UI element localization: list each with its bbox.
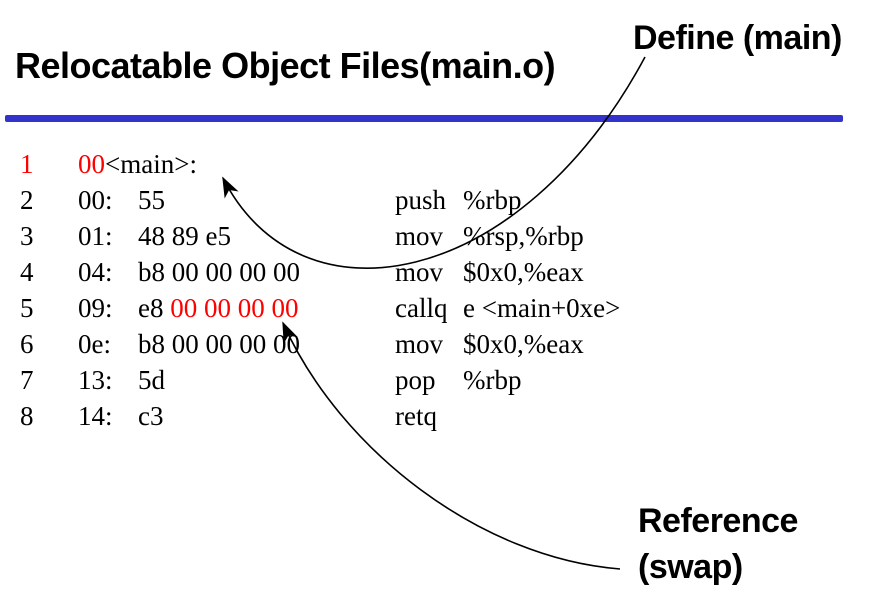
- operands: e <main+0xe>: [463, 293, 621, 323]
- mnemonic: mov: [395, 257, 444, 287]
- machine-bytes: b8 00 00 00 00: [138, 254, 395, 290]
- reference-annotation-line1: Reference: [638, 502, 798, 540]
- relocation-bytes: 00 00 00 00: [170, 293, 299, 323]
- line-number: 8: [20, 401, 34, 431]
- machine-bytes: 48 89 e5: [138, 218, 395, 254]
- address: 0e:: [78, 329, 111, 359]
- listing-row: 1 00<main>:: [0, 146, 620, 182]
- define-annotation-text: Define (main): [633, 19, 842, 57]
- line-number: 1: [20, 149, 34, 179]
- mnemonic: push: [395, 185, 447, 215]
- operands: %rbp: [463, 365, 522, 395]
- line-number: 3: [20, 221, 34, 251]
- define-annotation-label: Define (main): [633, 15, 842, 61]
- address: 14:: [78, 401, 113, 431]
- byte-text: e8: [138, 293, 171, 323]
- page-title: Relocatable Object Files(main.o): [15, 45, 556, 86]
- machine-bytes: b8 00 00 00 00: [138, 326, 395, 362]
- address: 01:: [78, 221, 113, 251]
- mnemonic: retq: [395, 401, 437, 431]
- machine-bytes: 5d: [138, 362, 395, 398]
- listing-row: 8 14: c3 retq: [0, 398, 620, 434]
- byte-text: b8 00 00 00 00: [138, 257, 300, 287]
- reference-annotation-label: Reference (swap): [638, 498, 798, 590]
- line-number: 5: [20, 293, 34, 323]
- mnemonic: pop: [395, 365, 436, 395]
- line-number: 2: [20, 185, 34, 215]
- operands: $0x0,%eax: [463, 257, 584, 287]
- operands: %rsp,%rbp: [463, 221, 584, 251]
- listing-row: 7 13: 5d pop %rbp: [0, 362, 620, 398]
- code-listing: 1 00<main>: 2 00: 55 push %rbp 3 01: 48 89 e5 mov%…: [0, 146, 620, 434]
- mnemonic: mov: [395, 221, 444, 251]
- line-number: 4: [20, 257, 34, 287]
- address: 09:: [78, 293, 113, 323]
- symbol-label: <main>:: [105, 149, 197, 179]
- line-number: 6: [20, 329, 34, 359]
- operands: %rbp: [463, 185, 522, 215]
- machine-bytes: e8 00 00 00 00: [138, 290, 395, 326]
- operands: $0x0,%eax: [463, 329, 584, 359]
- listing-row: 6 0e: b8 00 00 00 00 mov $0x0,%eax: [0, 326, 620, 362]
- address: 13:: [78, 365, 113, 395]
- address: 00:: [78, 185, 113, 215]
- byte-text: 5d: [138, 365, 165, 395]
- byte-text: 55: [138, 185, 165, 215]
- listing-row: 2 00: 55 push %rbp: [0, 182, 620, 218]
- title-rule: [5, 115, 843, 122]
- line-number: 7: [20, 365, 34, 395]
- address: 00: [78, 149, 105, 179]
- byte-text: 48 89 e5: [138, 221, 231, 251]
- byte-text: c3: [138, 401, 164, 431]
- address: 04:: [78, 257, 113, 287]
- mnemonic: mov: [395, 329, 444, 359]
- mnemonic: callq: [395, 293, 448, 323]
- machine-bytes: c3: [138, 398, 395, 434]
- reference-annotation-line2: (swap): [638, 548, 743, 586]
- listing-row: 4 04: b8 00 00 00 00 mov $0x0,%eax: [0, 254, 620, 290]
- machine-bytes: 55: [138, 182, 395, 218]
- byte-text: b8 00 00 00 00: [138, 329, 300, 359]
- listing-row: 3 01: 48 89 e5 mov %rsp,%rbp: [0, 218, 620, 254]
